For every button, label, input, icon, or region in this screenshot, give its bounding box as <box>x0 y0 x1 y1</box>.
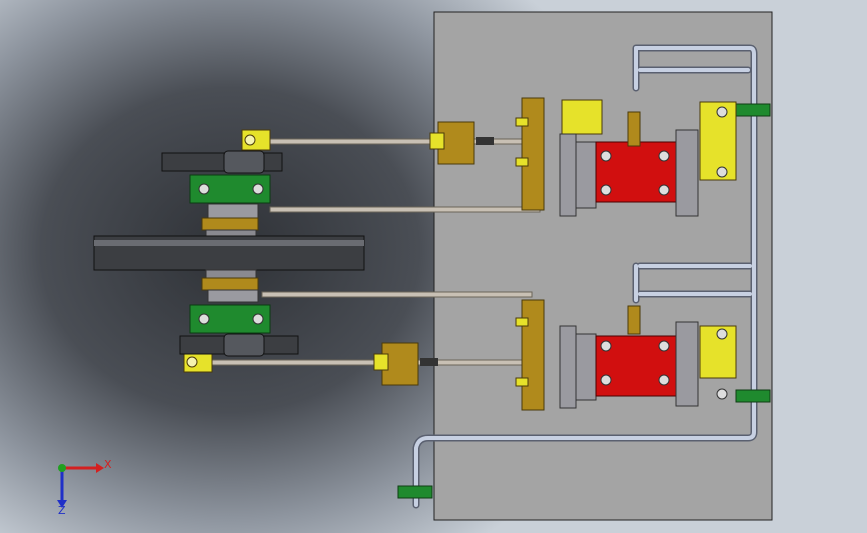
x-axis-label: X <box>104 458 112 471</box>
upper-valve-rod[interactable] <box>269 206 541 213</box>
mount-tab-mid[interactable] <box>735 389 771 403</box>
lower-piston-rod[interactable] <box>183 342 529 386</box>
mount-tab-top[interactable] <box>735 103 771 117</box>
steam-pipes[interactable] <box>412 44 758 509</box>
coordinate-triad: X Z <box>57 458 112 517</box>
z-axis-label: Z <box>58 504 66 517</box>
z-arrowhead-icon <box>57 500 67 508</box>
mount-tab-bottom[interactable] <box>397 485 433 499</box>
lower-valve-rod[interactable] <box>261 291 533 298</box>
upper-cylinder[interactable] <box>515 97 737 217</box>
x-arrowhead-icon <box>96 463 104 473</box>
triad-origin <box>58 464 66 472</box>
upper-piston-rod[interactable] <box>241 121 533 165</box>
crankshaft-assembly[interactable] <box>93 150 365 357</box>
lower-cylinder[interactable] <box>515 299 737 411</box>
